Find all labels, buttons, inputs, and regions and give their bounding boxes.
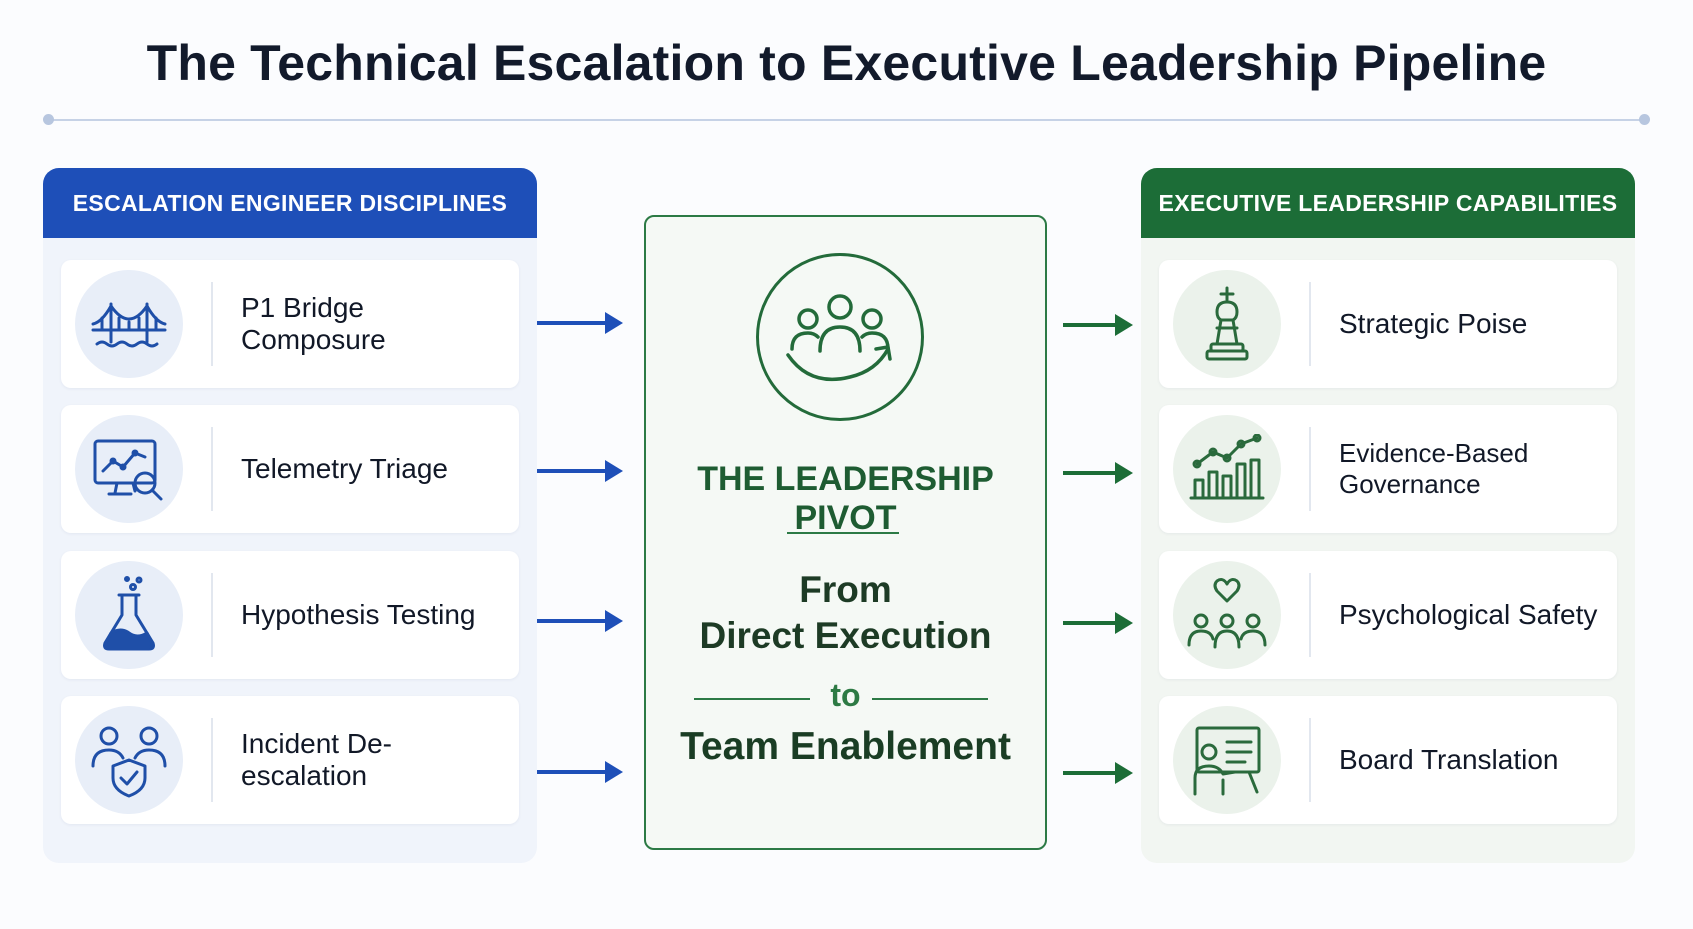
discipline-card-hypothesis: Hypothesis Testing	[61, 551, 519, 679]
bar-trend-icon	[1173, 415, 1281, 523]
divider-dot-left	[43, 114, 54, 125]
arrow-right-icon	[1063, 762, 1133, 784]
arrow-right-icon	[537, 761, 623, 783]
discipline-label: Hypothesis Testing	[241, 599, 476, 630]
arrow-right-icon	[1063, 612, 1133, 634]
monitor-chart-search-icon	[75, 415, 183, 523]
divider-dot-right	[1639, 114, 1650, 125]
pivot-from-word: From	[799, 569, 892, 610]
capability-card-strategic-poise: Strategic Poise	[1159, 260, 1617, 388]
escalation-disciplines-panel: ESCALATION ENGINEER DISCIPLINES P1 Bridg…	[43, 168, 537, 863]
pivot-target: Team Enablement	[680, 725, 1011, 768]
discipline-label: Telemetry Triage	[241, 453, 448, 484]
capability-card-board-translation: Board Translation	[1159, 696, 1617, 824]
flask-icon	[75, 561, 183, 669]
to-divider-left	[694, 698, 810, 700]
left-panel-heading: ESCALATION ENGINEER DISCIPLINES	[43, 168, 537, 238]
pivot-to-word: to	[830, 677, 861, 713]
right-panel-heading: EXECUTIVE LEADERSHIP CAPABILITIES	[1141, 168, 1635, 238]
page-title: The Technical Escalation to Executive Le…	[146, 35, 1547, 91]
discipline-card-p1-bridge: P1 Bridge Composure	[61, 260, 519, 388]
capability-label: Psychological Safety	[1339, 599, 1598, 630]
bridge-icon	[75, 270, 183, 378]
to-divider-right	[872, 698, 988, 700]
leadership-pivot-panel: THE LEADERSHIP PIVOT From Direct Executi…	[644, 215, 1047, 850]
discipline-card-deescalation: Incident De-escalation	[61, 696, 519, 824]
discipline-card-telemetry: Telemetry Triage	[61, 405, 519, 533]
arrow-right-icon	[1063, 462, 1133, 484]
capability-label: Board Translation	[1339, 744, 1559, 775]
pivot-divider	[787, 532, 899, 534]
pivot-from-text: From Direct Execution	[646, 567, 1045, 659]
capability-card-evidence-governance: Evidence-Based Governance	[1159, 405, 1617, 533]
arrow-right-icon	[537, 312, 623, 334]
pivot-from-value: Direct Execution	[699, 615, 992, 656]
executive-capabilities-panel: EXECUTIVE LEADERSHIP CAPABILITIES Strate…	[1141, 168, 1635, 863]
team-pivot-icon	[756, 253, 924, 421]
heart-team-icon	[1173, 561, 1281, 669]
discipline-label: P1 Bridge Composure	[241, 292, 386, 355]
chess-king-icon	[1173, 270, 1281, 378]
pivot-title: THE LEADERSHIP PIVOT	[697, 460, 994, 537]
capability-label: Strategic Poise	[1339, 308, 1528, 339]
capability-label: Evidence-Based Governance	[1339, 438, 1529, 499]
capability-card-psych-safety: Psychological Safety	[1159, 551, 1617, 679]
arrow-right-icon	[1063, 314, 1133, 336]
people-shield-icon	[75, 706, 183, 814]
discipline-label: Incident De-escalation	[241, 728, 392, 791]
title-divider	[48, 119, 1644, 121]
arrow-right-icon	[537, 610, 623, 632]
arrow-right-icon	[537, 460, 623, 482]
presentation-icon	[1173, 706, 1281, 814]
